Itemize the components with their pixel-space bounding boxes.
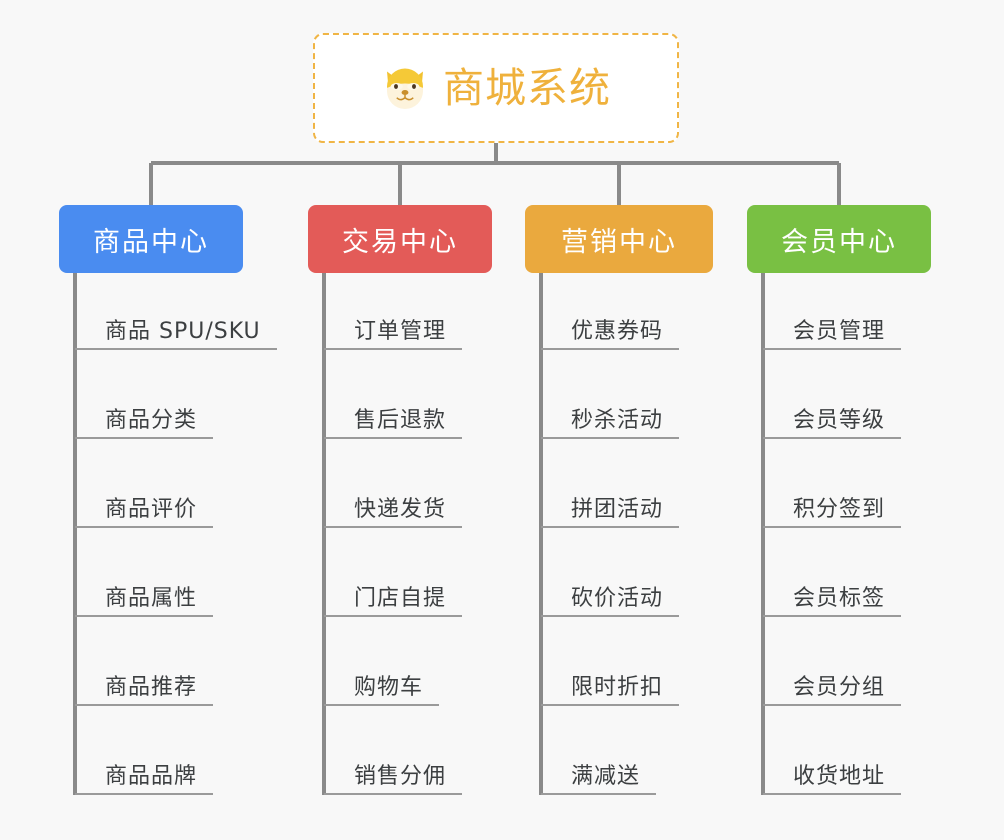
leaf-item[interactable]: 积分签到 <box>763 482 902 528</box>
leaf-item[interactable]: 商品 SPU/SKU <box>75 304 277 350</box>
root-node[interactable]: 商城系统 <box>313 33 679 143</box>
dog-face-icon <box>387 68 423 109</box>
leaf-item[interactable]: 购物车 <box>324 660 440 706</box>
leaf-item[interactable]: 优惠券码 <box>541 304 680 350</box>
leaf-item[interactable]: 拼团活动 <box>541 482 680 528</box>
leaf-item-label: 拼团活动 <box>571 496 664 522</box>
root-title: 商城系统 <box>443 63 611 112</box>
leaf-item-label: 商品分类 <box>105 407 198 433</box>
leaf-item-label: 商品属性 <box>105 585 198 611</box>
leaf-item[interactable]: 秒杀活动 <box>541 393 680 439</box>
leaf-item[interactable]: 会员等级 <box>763 393 902 439</box>
leaf-item[interactable]: 会员分组 <box>763 660 902 706</box>
leaf-item-label: 订单管理 <box>354 318 447 344</box>
leaf-item[interactable]: 会员管理 <box>763 304 902 350</box>
leaf-item-label: 会员等级 <box>793 407 886 433</box>
leaf-item[interactable]: 订单管理 <box>324 304 463 350</box>
leaf-item-label: 满减送 <box>571 763 641 789</box>
column-header-1[interactable]: 商品中心 <box>59 205 243 273</box>
leaf-item[interactable]: 商品推荐 <box>75 660 214 706</box>
leaf-item-label: 优惠券码 <box>571 318 664 344</box>
leaf-item-label: 商品评价 <box>105 496 198 522</box>
leaf-item-label: 商品推荐 <box>105 674 198 700</box>
leaf-item[interactable]: 商品分类 <box>75 393 214 439</box>
leaf-item-label: 会员标签 <box>793 585 886 611</box>
leaf-item-label: 限时折扣 <box>571 674 664 700</box>
leaf-item-label: 商品 SPU/SKU <box>105 318 261 344</box>
root-node-content: 商城系统 <box>381 64 611 112</box>
leaf-item-label: 秒杀活动 <box>571 407 664 433</box>
leaf-item[interactable]: 砍价活动 <box>541 571 680 617</box>
leaf-item-label: 快递发货 <box>354 496 447 522</box>
leaf-item-label: 积分签到 <box>793 496 886 522</box>
leaf-item[interactable]: 商品属性 <box>75 571 214 617</box>
leaf-item[interactable]: 收货地址 <box>763 749 902 795</box>
leaf-item[interactable]: 售后退款 <box>324 393 463 439</box>
leaf-item-label: 商品品牌 <box>105 763 198 789</box>
leaf-item[interactable]: 满减送 <box>541 749 657 795</box>
leaf-item[interactable]: 销售分佣 <box>324 749 463 795</box>
leaf-item-label: 购物车 <box>354 674 424 700</box>
column-header-4[interactable]: 会员中心 <box>747 205 931 273</box>
leaf-item[interactable]: 商品评价 <box>75 482 214 528</box>
leaf-item-label: 砍价活动 <box>571 585 664 611</box>
leaf-item[interactable]: 限时折扣 <box>541 660 680 706</box>
leaf-item[interactable]: 会员标签 <box>763 571 902 617</box>
column-header-3[interactable]: 营销中心 <box>525 205 713 273</box>
leaf-item-label: 会员分组 <box>793 674 886 700</box>
leaf-item-label: 售后退款 <box>354 407 447 433</box>
leaf-item[interactable]: 门店自提 <box>324 571 463 617</box>
leaf-item[interactable]: 快递发货 <box>324 482 463 528</box>
leaf-item-label: 门店自提 <box>354 585 447 611</box>
leaf-item-label: 收货地址 <box>793 763 886 789</box>
column-header-2[interactable]: 交易中心 <box>308 205 492 273</box>
leaf-item-label: 会员管理 <box>793 318 886 344</box>
leaf-item-label: 销售分佣 <box>354 763 447 789</box>
leaf-item[interactable]: 商品品牌 <box>75 749 214 795</box>
